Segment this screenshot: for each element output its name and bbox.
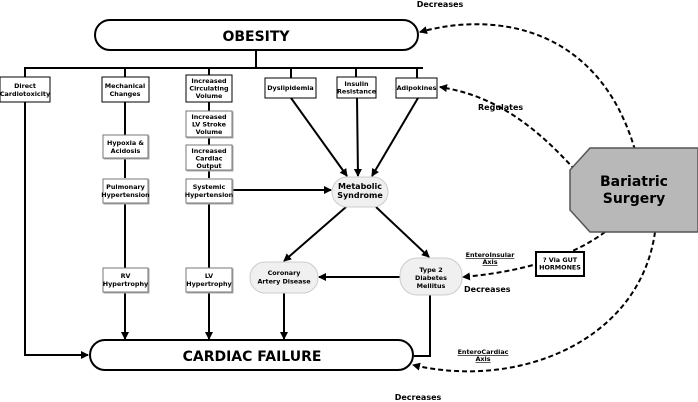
svg-text:Adipokines: Adipokines <box>397 84 437 92</box>
regulates-label: Regulates <box>478 103 523 112</box>
obesity-node: OBESITY <box>94 19 419 51</box>
svg-text:Hypoxia &Acidosis: Hypoxia &Acidosis <box>107 139 144 155</box>
cardiac-failure-node: CARDIAC FAILURE <box>89 339 414 371</box>
obesity-label: OBESITY <box>222 29 290 45</box>
decreases-top-label: Decreases <box>417 0 464 9</box>
decreases-bottom-label: Decreases <box>395 393 442 402</box>
decreases-mid-label: Decreases <box>464 285 511 294</box>
connectors <box>24 23 656 373</box>
box-dyslipidemia: Dyslipidemia <box>264 77 317 99</box>
svg-text:Dyslipidemia: Dyslipidemia <box>267 84 314 92</box>
cardiac-failure-label: CARDIAC FAILURE <box>183 349 322 365</box>
box-adipokines: Adipokines <box>395 77 438 99</box>
box-hypoxia-acidosis: Hypoxia &Acidosis <box>102 134 149 159</box>
